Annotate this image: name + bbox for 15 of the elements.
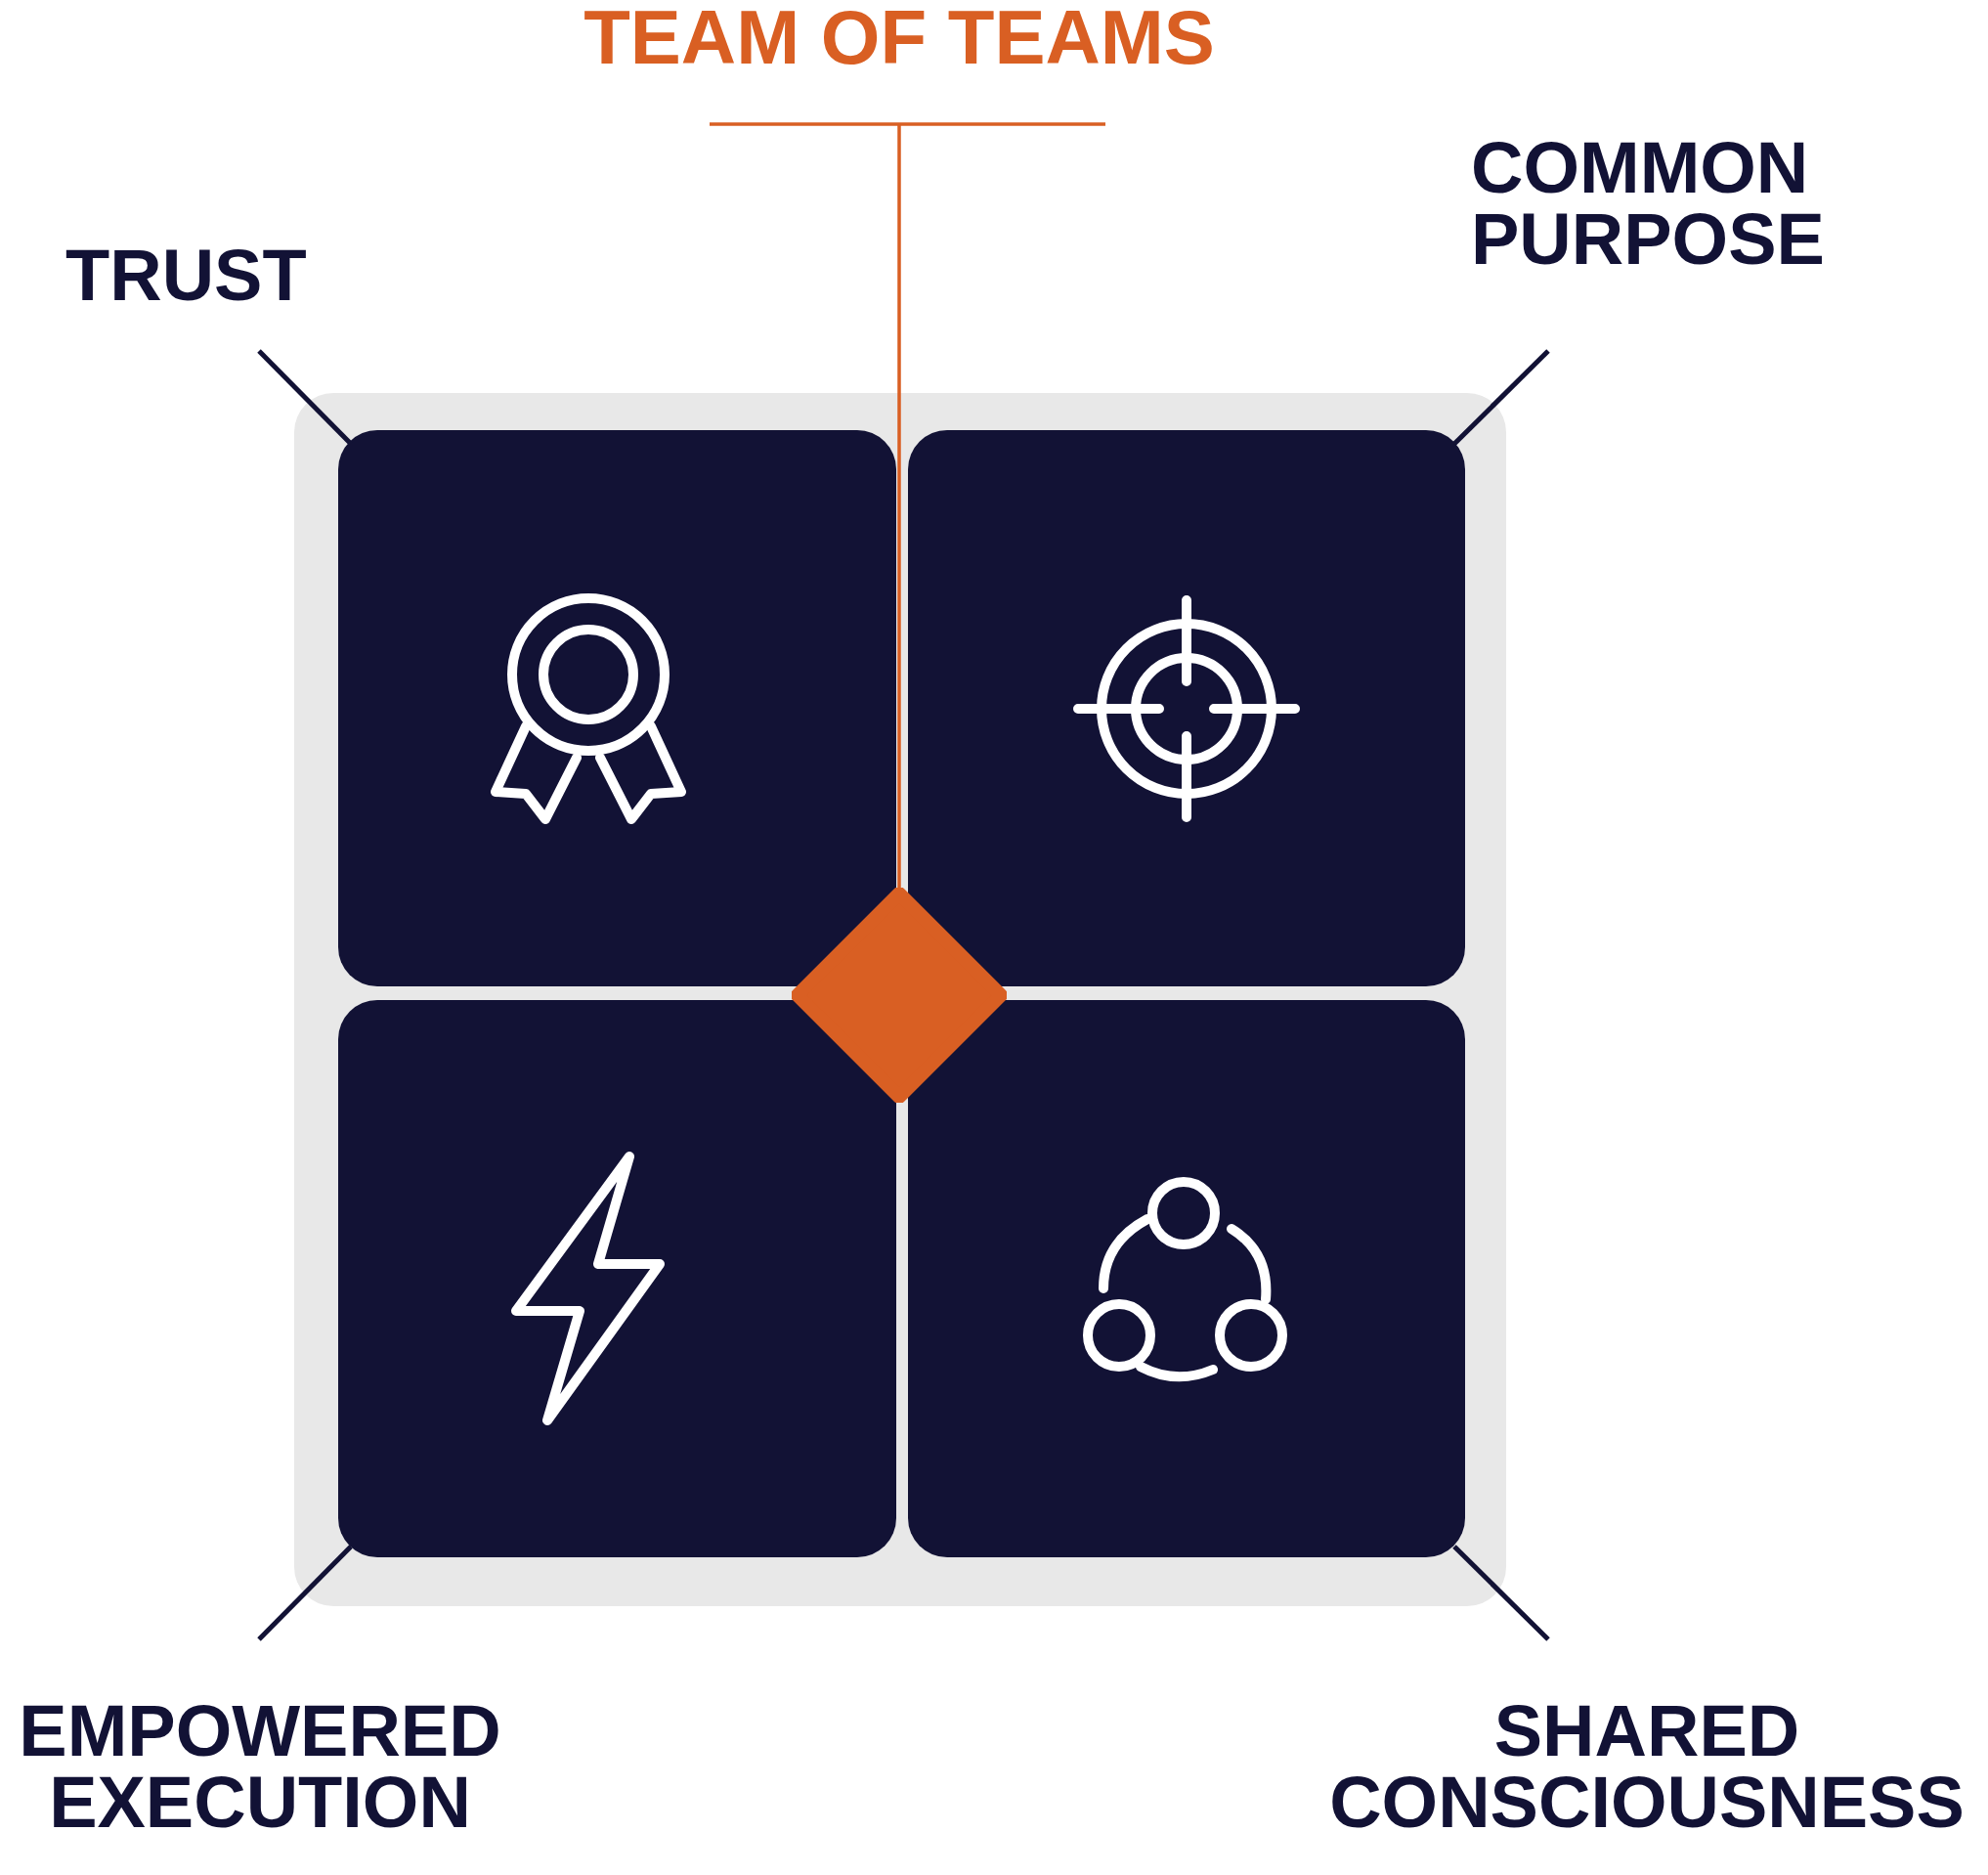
tile — [908, 430, 1465, 986]
pillar-label: COMMON PURPOSE — [1471, 133, 1826, 276]
tile — [908, 1000, 1465, 1557]
tile — [338, 1000, 896, 1557]
title-label: TEAM OF TEAMS — [583, 0, 1216, 75]
pillar-label: SHARED CONSCIOUSNESS — [1328, 1696, 1966, 1839]
background-panel — [294, 393, 1506, 1606]
leader-line — [1452, 1545, 1550, 1641]
leader-line — [1452, 349, 1550, 446]
leader-line — [257, 349, 353, 446]
pillar-label: TRUST — [65, 240, 308, 312]
leader-line — [257, 1545, 353, 1641]
pillar-label: EMPOWERED EXECUTION — [18, 1696, 502, 1839]
leader-line — [708, 122, 1107, 890]
tile — [338, 430, 896, 986]
